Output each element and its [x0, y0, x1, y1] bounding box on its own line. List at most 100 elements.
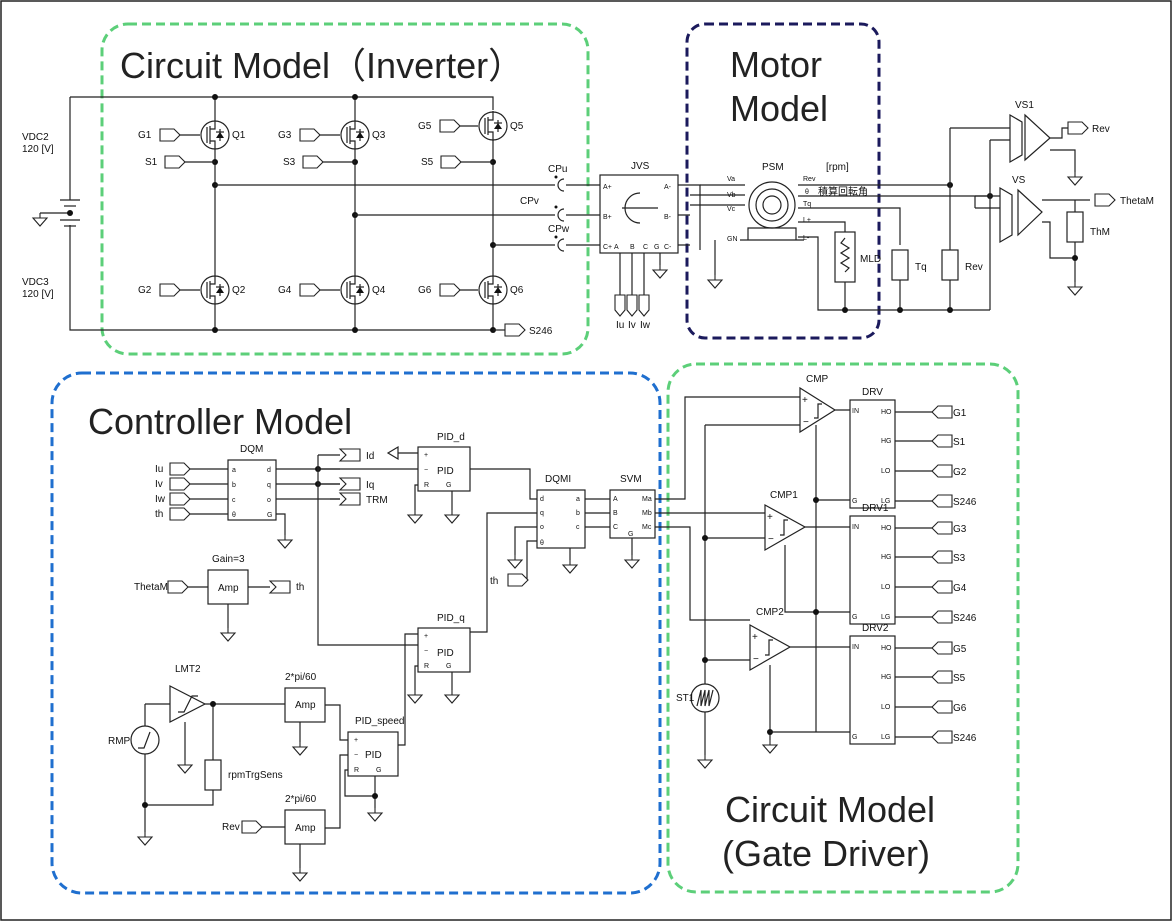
- motor-pin: Va: [727, 176, 735, 183]
- jvs-pin: A+: [603, 184, 612, 191]
- dqmi-pin: a: [576, 496, 580, 503]
- driver-pin: HG: [881, 674, 892, 681]
- driver-pin: LO: [881, 584, 891, 591]
- driver-output-tag: [931, 641, 953, 655]
- cmp-plus: +: [752, 632, 758, 643]
- source-tag: [440, 155, 462, 169]
- jvs-pin: C-: [664, 244, 672, 251]
- pid-pin: R: [354, 767, 359, 774]
- gate-input-label: G3: [278, 130, 292, 141]
- driver-pin: IN: [852, 644, 859, 651]
- vdc3-name: VDC3: [22, 277, 49, 288]
- cmp-minus: −: [753, 654, 759, 665]
- source-label: S1: [145, 157, 158, 168]
- dqmi-pin: θ: [540, 540, 544, 547]
- dqm-input-tag: [169, 462, 191, 476]
- switch-label: Q2: [232, 285, 246, 296]
- motor-pin: L+: [803, 217, 811, 224]
- carrier-name: ST1: [676, 693, 695, 704]
- dqm-pin: q: [267, 482, 271, 489]
- dqm-pin: θ: [232, 512, 236, 519]
- motor-pin: θ: [805, 189, 809, 196]
- driver-pin: LG: [881, 734, 890, 741]
- gate-tag: [439, 119, 461, 133]
- vdc2-name: VDC2: [22, 132, 49, 143]
- driver-output-tag: [931, 700, 953, 714]
- pid-pin: +: [424, 452, 428, 459]
- amp1-text: Amp: [295, 700, 316, 711]
- pid-pin: G: [446, 663, 451, 670]
- jvs-pin: B: [630, 244, 635, 251]
- driver-pin: HG: [881, 554, 892, 561]
- gain-input: ThetaM: [134, 582, 168, 593]
- jvs-name: JVS: [631, 161, 650, 172]
- gate-tag: [159, 283, 181, 297]
- gain-text: Amp: [218, 583, 239, 594]
- driver-output-label: G1: [953, 408, 967, 419]
- motor-region-title-2: Model: [730, 88, 828, 129]
- svm-pin: Ma: [642, 496, 652, 503]
- inverter-circuit: VDC2 120 [V] VDC3 120 [V]: [22, 94, 600, 333]
- comparator-label: CMP1: [770, 490, 798, 501]
- dqmi-pin: q: [540, 510, 544, 517]
- driver-output-label: S246: [953, 733, 977, 744]
- svm-pin: G: [628, 531, 633, 538]
- inverter-region-title: Circuit Model（Inverter）: [120, 45, 524, 86]
- output-tag: [338, 477, 361, 491]
- out-rev: Rev: [1092, 124, 1110, 135]
- rpm-sens-name: rpmTrgSens: [228, 770, 283, 781]
- jvs-pin: G: [654, 244, 659, 251]
- motor-region-title-1: Motor: [730, 44, 822, 85]
- svm-pin: A: [613, 496, 618, 503]
- switch-label: Q1: [232, 130, 246, 141]
- current-probe-icon: [557, 178, 565, 192]
- dqm-input-label: th: [155, 509, 163, 520]
- current-probe-icon: [557, 208, 565, 222]
- switch-label: Q4: [372, 285, 386, 296]
- dqmi-pin: d: [540, 496, 544, 503]
- dqm-name: DQM: [240, 444, 263, 455]
- driver-output-label: S246: [953, 613, 977, 624]
- driver-output-label: G3: [953, 524, 967, 535]
- driver-output-tag: [931, 730, 953, 744]
- driver-pin: G: [852, 498, 857, 505]
- dqm-input-tag: [169, 507, 191, 521]
- driver-name: DRV1: [862, 503, 889, 514]
- driver-pin: HG: [881, 438, 892, 445]
- motor-pin: L-: [803, 235, 810, 242]
- motor-block: PSM [rpm] MLD Tq Rev VS1: [690, 100, 1154, 313]
- th-tag: [507, 573, 529, 587]
- vdc3-value: 120 [V]: [22, 289, 54, 300]
- pid-pin: G: [376, 767, 381, 774]
- cmp-plus: +: [802, 395, 808, 406]
- pid-q-name: PID_q: [437, 613, 465, 624]
- gate-input-label: G1: [138, 130, 152, 141]
- dqm-input-label: Iv: [155, 479, 163, 490]
- driver-pin: HO: [881, 409, 892, 416]
- current-probe-label: CPu: [548, 164, 567, 175]
- thm-name: ThM: [1090, 227, 1110, 238]
- motor-pin: Vc: [727, 206, 736, 213]
- controller-output-label: Iq: [366, 480, 374, 491]
- motor-name: PSM: [762, 162, 784, 173]
- gate-tag: [299, 283, 321, 297]
- lmt-name: LMT2: [175, 664, 201, 675]
- driver-pin: G: [852, 614, 857, 621]
- dqm-pin: a: [232, 467, 236, 474]
- driver-pin: HO: [881, 645, 892, 652]
- motor-unit: [rpm]: [826, 162, 849, 173]
- driver-output-label: S246: [953, 497, 977, 508]
- jvs-pin: B+: [603, 214, 612, 221]
- driver-output-tag: [931, 464, 953, 478]
- region-controller-box: [50, 371, 662, 895]
- driver-pin: HO: [881, 525, 892, 532]
- output-tag: [338, 492, 361, 506]
- s246-tag: [504, 323, 526, 337]
- gate-driver-circuit: ST1: [676, 386, 850, 769]
- controller-circuit: DQM PID_d PID DQMI th SVM PID_q PID: [108, 396, 800, 882]
